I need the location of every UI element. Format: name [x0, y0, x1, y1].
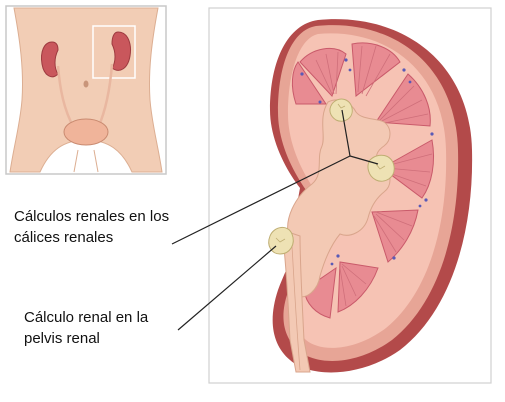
- label-pelvis-line2: pelvis renal: [24, 328, 148, 349]
- label-calices-line2: cálices renales: [14, 227, 169, 248]
- inset-bladder: [64, 119, 108, 145]
- stone-calyx-upper: [330, 99, 352, 121]
- inset-kidney-left: [41, 42, 58, 77]
- kidney-panel: [209, 8, 491, 383]
- label-calices-line1: Cálculos renales en los: [14, 206, 169, 227]
- torso-inset: [6, 6, 166, 174]
- label-stones-in-calyces: Cálculos renales en los cálices renales: [14, 206, 169, 248]
- label-pelvis-line1: Cálculo renal en la: [24, 307, 148, 328]
- navel: [84, 81, 89, 88]
- label-stone-in-pelvis: Cálculo renal en la pelvis renal: [24, 307, 148, 349]
- stone-calyx-middle: [368, 155, 394, 181]
- stone-pelvis: [269, 227, 294, 254]
